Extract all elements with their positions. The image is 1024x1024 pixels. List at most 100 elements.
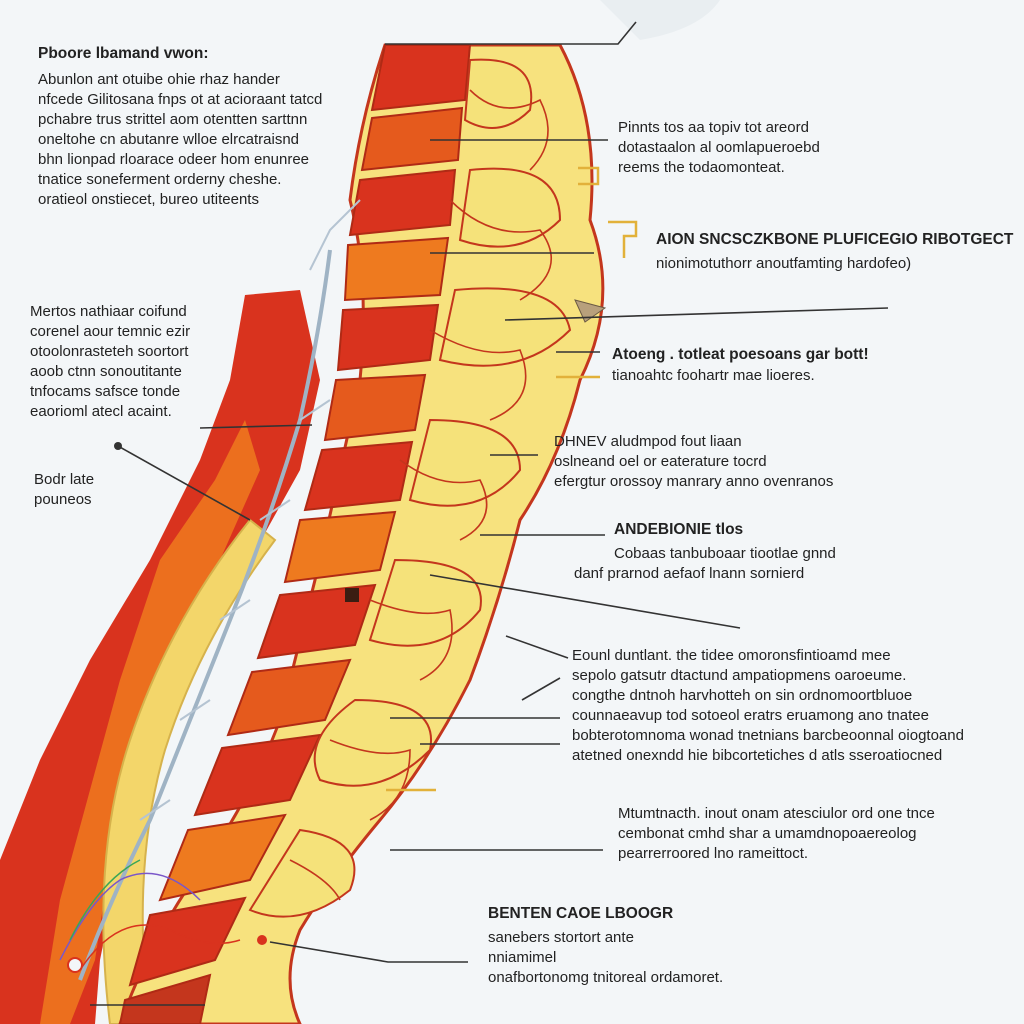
label-right-4-line: efergtur orossoy manrary anno ovenranos: [554, 473, 834, 490]
vertebra-12: [158, 813, 287, 902]
label-left-3: Bodr late pouneos: [34, 470, 94, 510]
label-top-left-title: Pboore lbamand vwon:: [38, 45, 209, 62]
nerve-branch-6: [139, 799, 171, 821]
vessel-1: [469, 89, 549, 171]
label-bottom-title: BENTEN CAOE LBOOGR: [488, 905, 674, 922]
label-right-1: Pinnts tos aa topiv tot areord dotastaal…: [618, 118, 820, 178]
leader-right-6a: [505, 635, 569, 659]
label-top-left-line: oneltohe cn abutanre wlloe elrcatraisnd: [38, 131, 299, 148]
vessel-2: [449, 199, 552, 301]
dark-mark: [345, 588, 359, 602]
label-right-3-line: tianoahtc foohartr mae lioeres.: [612, 367, 815, 384]
label-right-6-line: counnaeavup tod sotoeol eratrs eruamong …: [572, 707, 929, 724]
leader-right-2b: [504, 307, 889, 321]
label-top-left-line: pchabre trus strittel aom otentten sartt…: [38, 111, 308, 128]
nerve-branch-1: [309, 199, 361, 271]
nerve-branch-5: [179, 699, 211, 721]
vessel-7: [289, 859, 341, 901]
nerve-branch-3: [259, 499, 291, 521]
label-right-6-line: atetned onexndd hie bibcortetiches d atl…: [572, 747, 943, 764]
vertebra-4: [343, 236, 450, 302]
label-right-2-line: nionimotuthorr anoutfamting hardofeo): [656, 255, 912, 272]
vertebra-5: [336, 303, 440, 372]
label-top-left-line: Abunlon ant otuibe ohie rhaz hander: [38, 71, 280, 88]
label-left-2: Mertos nathiaar coifund corenel aour tem…: [30, 302, 190, 422]
outer-tissue-highlight: [40, 420, 260, 1024]
nerve-branches: [139, 199, 361, 821]
label-right-6-line: congthe dntnoh harvhotteh on sin ordnomo…: [572, 687, 913, 704]
label-top-left-line: bhn lionpad rloarace odeer hom enunree: [38, 151, 310, 168]
label-right-6-line: Eounl duntlant. the tidee omoronsfintioa…: [572, 647, 891, 664]
leader-left-2: [199, 424, 313, 429]
nerve-branch-4: [219, 599, 251, 621]
label-top-left-line: tnatice soneferment orderny cheshe.: [38, 171, 282, 188]
vertebra-13: [128, 896, 247, 987]
label-right-4-line: DHNEV aludmpod fout liaan: [554, 433, 742, 450]
label-left-2-line: aoob ctnn sonoutitante: [30, 363, 182, 380]
process-3: [438, 287, 572, 367]
leader-bottom: [269, 941, 468, 963]
label-top-left: Pboore lbamand vwon: Abunlon ant otuibe …: [38, 44, 322, 210]
vertebra-3: [348, 168, 457, 237]
label-right-3: Atoeng . totleat poesoans gar bott! tian…: [612, 344, 869, 386]
vessels: [289, 89, 552, 901]
leader-right-6b: [521, 677, 561, 701]
accent-tick-1: [578, 166, 600, 186]
process-4: [408, 418, 522, 507]
label-right-7-line: pearrerroored lno rameittoct.: [618, 845, 809, 862]
label-bottom-line: nniamimel: [488, 949, 557, 966]
fiber-green: [69, 859, 141, 941]
disc-pointer: [574, 299, 607, 323]
label-right-1-line: Pinnts tos aa topiv tot areord: [618, 119, 809, 136]
nerve-node-2: [257, 935, 267, 945]
label-bottom-line: onafbortonomg tnitoreal ordamoret.: [488, 969, 724, 986]
nerve-node: [67, 957, 83, 973]
vertebra-1: [370, 44, 472, 112]
label-right-7-line: cembonat cmhd shar a umamdnopoaereolog: [618, 825, 917, 842]
label-right-5-title: ANDEBIONIE tlos: [614, 521, 744, 538]
vertebra-10: [226, 658, 352, 737]
label-right-6-line: bobterotomnoma wonad tnetnians barcbeoon…: [572, 727, 964, 744]
vessel-4: [399, 459, 488, 541]
vertebra-6: [323, 373, 427, 442]
label-right-3-title: Atoeng . totleat poesoans gar bott!: [612, 346, 869, 363]
nerve-branch-2: [299, 399, 331, 421]
processes: [248, 58, 572, 918]
process-2: [458, 167, 562, 248]
label-left-2-line: eaorioml atecl acaint.: [30, 403, 172, 420]
nerves: [78, 249, 332, 981]
label-right-6-line: sepolo gatsutr dtactund ampatiopmens oar…: [572, 667, 907, 684]
label-right-1-line: reems the todaomonteat.: [618, 159, 785, 176]
vessel-6: [329, 739, 411, 821]
vessel-3: [429, 329, 527, 421]
leader-lines: [90, 21, 889, 1006]
process-5: [368, 558, 482, 647]
label-left-2-line: tnfocams safsce tonde: [30, 383, 181, 400]
label-right-6: Eounl duntlant. the tidee omoronsfintioa…: [572, 646, 964, 766]
leader-left-3: [117, 445, 251, 521]
label-left-2-line: Mertos nathiaar coifund: [30, 303, 187, 320]
label-top-left-line: oratieol onstiecet, bureo utiteents: [38, 191, 259, 208]
label-right-1-line: dotastaalon al oomlapueroebd: [618, 139, 820, 156]
label-right-7: Mtumtnacth. inout onam atesciulor ord on…: [618, 804, 935, 864]
label-right-5: ANDEBIONIE tlos Cobaas tanbuboaar tiootl…: [574, 520, 836, 584]
leader-dot: [114, 442, 122, 450]
label-bottom-line: sanebers stortort ante: [488, 929, 634, 946]
vertebra-2: [360, 106, 464, 172]
label-left-2-line: otoolonrasteteh soortort: [30, 343, 189, 360]
label-right-5-line: danf prarnod aefaof lnann sornierd: [574, 565, 805, 582]
process-6: [313, 698, 433, 787]
accent-ticks: [386, 166, 638, 792]
accent-tick-2: [608, 220, 638, 258]
leader-right-5b: [429, 574, 741, 629]
vertebra-8: [283, 510, 397, 584]
label-left-2-line: corenel aour temnic ezir: [30, 323, 191, 340]
label-right-5-line: Cobaas tanbuboaar tiootlae gnnd: [614, 545, 836, 562]
process-1: [463, 58, 533, 129]
label-right-4-line: oslneand oel or eaterature tocrd: [554, 453, 767, 470]
label-right-2-title: AION SNCSCZKBONE PLUFICEGIO RIBOTGECT: [656, 231, 1014, 248]
label-bottom: BENTEN CAOE LBOOGR sanebers stortort ant…: [488, 904, 723, 988]
process-7: [248, 828, 356, 918]
nerve-fibers: [59, 859, 241, 971]
